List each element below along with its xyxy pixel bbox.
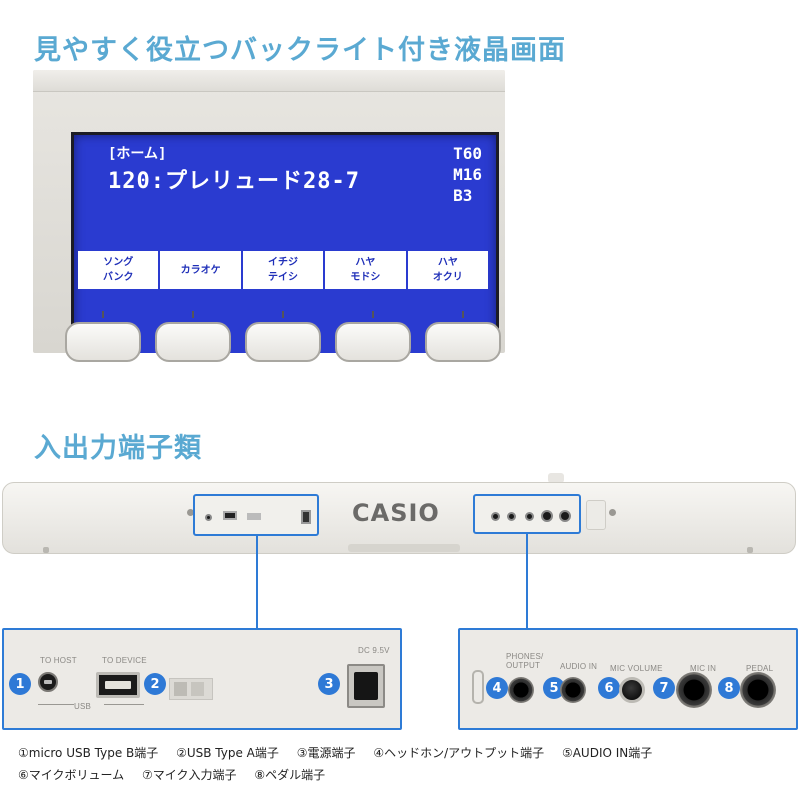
softkey-pause: イチジ テイシ xyxy=(242,251,324,289)
knob-icon xyxy=(525,512,534,521)
hardware-button-4 xyxy=(335,322,411,362)
mic-volume-knob xyxy=(619,677,645,703)
side-slot xyxy=(472,670,484,704)
jack-icon xyxy=(559,510,571,522)
dc-jack-icon xyxy=(301,510,311,524)
lcd-beat: B3 xyxy=(453,186,473,205)
mic-in-jack xyxy=(676,672,712,708)
caption-line-2: ⑥マイクボリューム ⑦マイク入力端子 ⑧ペダル端子 xyxy=(18,766,339,783)
connector-line-right xyxy=(526,534,528,630)
tick xyxy=(102,311,104,318)
softkey-fast-forward: ハヤ オクリ xyxy=(407,251,489,289)
mic-volume-label: MIC VOLUME xyxy=(610,664,663,673)
keyboard-slot xyxy=(348,544,460,552)
pedal-label: PEDAL xyxy=(746,664,774,673)
lcd-home-label: [ホーム] xyxy=(108,146,167,162)
panel-rim xyxy=(33,70,505,92)
caption-phones-output: ④ヘッドホン/アウトプット端子 xyxy=(373,746,545,760)
badge-6: 6 xyxy=(598,677,620,699)
badge-2: 2 xyxy=(144,673,166,695)
caption-line-1: ①micro USB Type B端子 ②USB Type A端子 ③電源端子 … xyxy=(18,744,666,761)
screw-icon xyxy=(609,509,616,516)
left-port-area-highlight xyxy=(193,494,319,536)
audio-in-label: AUDIO IN xyxy=(560,662,598,671)
dc-power-jack xyxy=(347,664,385,708)
jack-icon xyxy=(541,510,553,522)
usb-bracket-line xyxy=(38,704,74,705)
lcd-screen: [ホーム] 120:プレリュード28-7 T60 M16 B3 ソング バンク … xyxy=(71,132,499,353)
tick xyxy=(192,311,194,318)
foot-icon xyxy=(43,547,49,553)
to-device-label: TO DEVICE xyxy=(102,656,147,665)
keyboard-back-view xyxy=(2,482,796,554)
lcd-softkey-row: ソング バンク カラオケ イチジ テイシ ハヤ モドシ ハヤ オクリ xyxy=(78,251,489,289)
caption-usb-a: ②USB Type A端子 xyxy=(176,746,279,760)
micro-usb-inner xyxy=(44,680,52,684)
badge-8: 8 xyxy=(718,677,740,699)
softkey-rewind: ハヤ モドシ xyxy=(325,251,406,289)
mic-in-label: MIC IN xyxy=(690,664,717,673)
casio-logo: CASIO xyxy=(352,499,440,527)
hardware-button-3 xyxy=(245,322,321,362)
foot-icon xyxy=(747,547,753,553)
badge-3: 3 xyxy=(318,673,340,695)
side-panel xyxy=(586,500,606,530)
caption-mic-in: ⑦マイク入力端子 xyxy=(142,768,237,782)
softkey-karaoke: カラオケ xyxy=(160,251,241,289)
usb-a-port xyxy=(96,672,140,698)
switch-icon xyxy=(247,513,261,520)
lcd-status-block: T60 M16 B3 xyxy=(453,143,482,206)
caption-pedal: ⑧ペダル端子 xyxy=(254,768,326,782)
switch-segment xyxy=(191,682,204,696)
usb-mark-label: USB xyxy=(74,702,92,711)
hardware-button-2 xyxy=(155,322,231,362)
micro-usb-port-icon xyxy=(205,514,212,521)
tick xyxy=(462,311,464,318)
tick xyxy=(372,311,374,318)
slide-switch xyxy=(169,678,213,700)
hardware-button-5 xyxy=(425,322,501,362)
lcd-measure: M16 xyxy=(453,165,482,184)
lcd-panel-photo: [ホーム] 120:プレリュード28-7 T60 M16 B3 ソング バンク … xyxy=(33,70,505,353)
caption-mic-volume: ⑥マイクボリューム xyxy=(18,768,125,782)
badge-7: 7 xyxy=(653,677,675,699)
lcd-section-heading: 見やすく役立つバックライト付き液晶画面 xyxy=(34,35,566,66)
micro-usb-port xyxy=(38,672,58,692)
to-host-label: TO HOST xyxy=(40,656,77,665)
screw-icon xyxy=(187,509,194,516)
phones-output-jack xyxy=(508,677,534,703)
dc-jack-hole xyxy=(354,672,378,700)
badge-4: 4 xyxy=(486,677,508,699)
caption-power: ③電源端子 xyxy=(296,746,356,760)
dc-label: DC 9.5V xyxy=(358,646,390,655)
softkey-song-bank: ソング バンク xyxy=(78,251,159,289)
phones-output-label: PHONES/ OUTPUT xyxy=(506,652,544,670)
connector-line-left xyxy=(256,536,258,630)
usb-a-port-icon xyxy=(223,511,237,520)
caption-audio-in: ⑤AUDIO IN端子 xyxy=(561,746,653,760)
lcd-song-line: 120:プレリュード28-7 xyxy=(108,169,360,194)
badge-5: 5 xyxy=(543,677,565,699)
hardware-button-1 xyxy=(65,322,141,362)
right-port-area-highlight xyxy=(473,494,581,534)
jack-icon xyxy=(507,512,516,521)
pedal-jack xyxy=(740,672,776,708)
switch-segment xyxy=(174,682,187,696)
usb-bracket-line xyxy=(104,704,144,705)
caption-micro-usb: ①micro USB Type B端子 xyxy=(18,746,159,760)
ports-section-heading: 入出力端子類 xyxy=(34,433,202,464)
keyboard-top-bump xyxy=(548,473,564,483)
lcd-tempo: T60 xyxy=(453,144,482,163)
jack-icon xyxy=(491,512,500,521)
audio-in-jack xyxy=(560,677,586,703)
badge-1: 1 xyxy=(9,673,31,695)
usb-a-tongue xyxy=(105,681,131,689)
tick xyxy=(282,311,284,318)
